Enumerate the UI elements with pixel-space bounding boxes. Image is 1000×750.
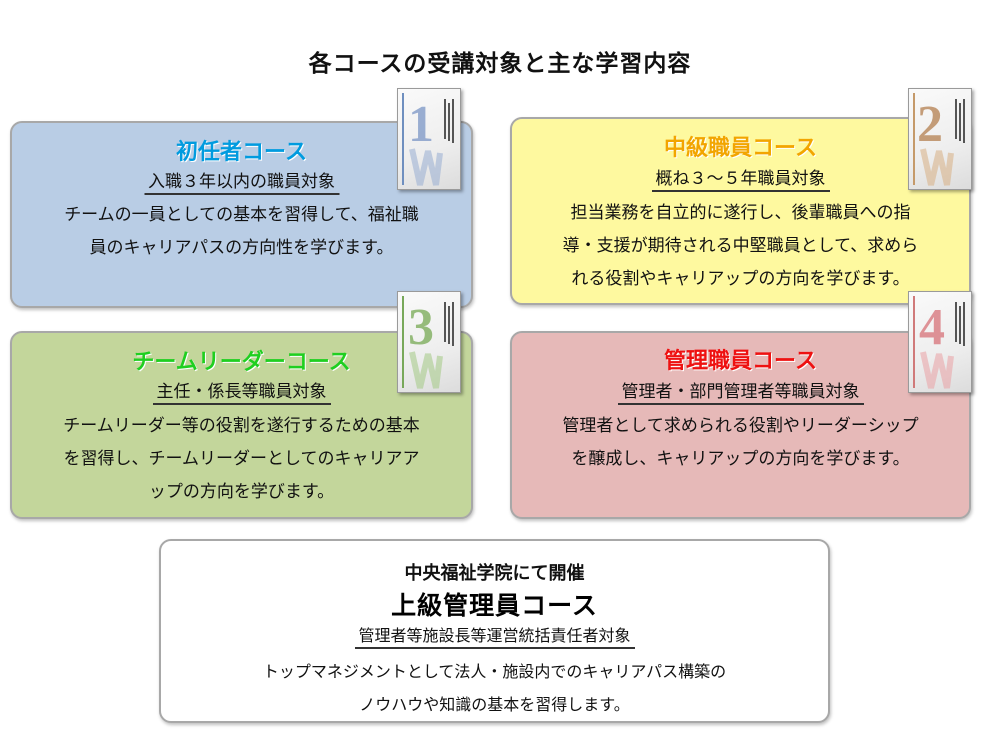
course-name: チームリーダーコース [132,350,351,375]
description-line: を習得し、チームリーダーとしてのキャリアア [63,449,420,469]
course-target: 管理者・部門管理者等職員対象 [617,377,864,405]
course-target: 入職３年以内の職員対象 [144,167,339,195]
description-line: を醸成し、キャリアップの方向を学びます。 [571,449,910,469]
textbook-cover-2: 2 [908,88,972,190]
description-line: チームの一員としての基本を習得して、福祉職 [64,205,419,225]
course-target: 概ね３～５年職員対象 [651,164,830,192]
description-line: トップマネジメントとして法人・施設内でのキャリアパス構築の [262,662,727,681]
description-line: 担当業務を自立的に遂行し、後輩職員への指 [570,203,911,223]
course-description: 管理者として求められる役割やリーダーシップ を醸成し、キャリアップの方向を学びま… [512,410,969,476]
course-card-intermediate: 中級職員コース 概ね３～５年職員対象 担当業務を自立的に遂行し、後輩職員への指 … [510,117,971,305]
course-host: 中央福祉学院にて開催 [404,563,585,584]
course-target: 主任・係長等職員対象 [152,377,331,405]
course-name: 管理職員コース [664,349,817,374]
description-line: ップの方向を学びます。 [148,482,335,502]
description-line: ノウハウや知識の基本を習得します。 [359,695,630,714]
description-line: れる役割やキャリアップの方向を学びます。 [571,269,910,289]
course-name: 初任者コース [176,140,307,165]
description-line: 管理者として求められる役割やリーダーシップ [562,416,919,436]
course-card-team-leader: チームリーダーコース 主任・係長等職員対象 チームリーダー等の役割を遂行するため… [10,331,473,519]
textbook-cover-4: 4 [908,291,972,393]
course-card-beginner: 初任者コース 入職３年以内の職員対象 チームの一員としての基本を習得して、福祉職… [10,121,473,308]
book-number: 2 [917,96,943,153]
book-number: 3 [408,299,434,356]
course-description: チームリーダー等の役割を遂行するための基本 を習得し、チームリーダーとしてのキャ… [12,410,471,509]
book-number: 1 [408,96,434,153]
description-line: チームリーダー等の役割を遂行するための基本 [63,416,420,436]
description-line: 員のキャリアパスの方向性を学びます。 [89,238,394,258]
course-description: トップマネジメントとして法人・施設内でのキャリアパス構築の ノウハウや知識の基本… [161,655,828,721]
course-card-manager: 管理職員コース 管理者・部門管理者等職員対象 管理者として求められる役割やリーダ… [510,331,971,519]
book-number: 4 [919,299,945,356]
textbook-cover-3: 3 [397,291,461,393]
course-description: チームの一員としての基本を習得して、福祉職 員のキャリアパスの方向性を学びます。 [12,199,471,265]
course-name: 上級管理員コース [391,591,598,620]
course-card-senior-manager: 中央福祉学院にて開催 上級管理員コース 管理者等施設長等運営統括責任者対象 トッ… [159,539,830,723]
page-title: 各コースの受講対象と主な学習内容 [308,51,692,77]
course-description: 担当業務を自立的に遂行し、後輩職員への指 導・支援が期待される中堅職員として、求… [512,197,969,296]
description-line: 導・支援が期待される中堅職員として、求めら [562,236,919,256]
textbook-cover-1: 1 [397,88,461,190]
course-target: 管理者等施設長等運営統括責任者対象 [354,622,635,649]
course-name: 中級職員コース [664,136,817,161]
